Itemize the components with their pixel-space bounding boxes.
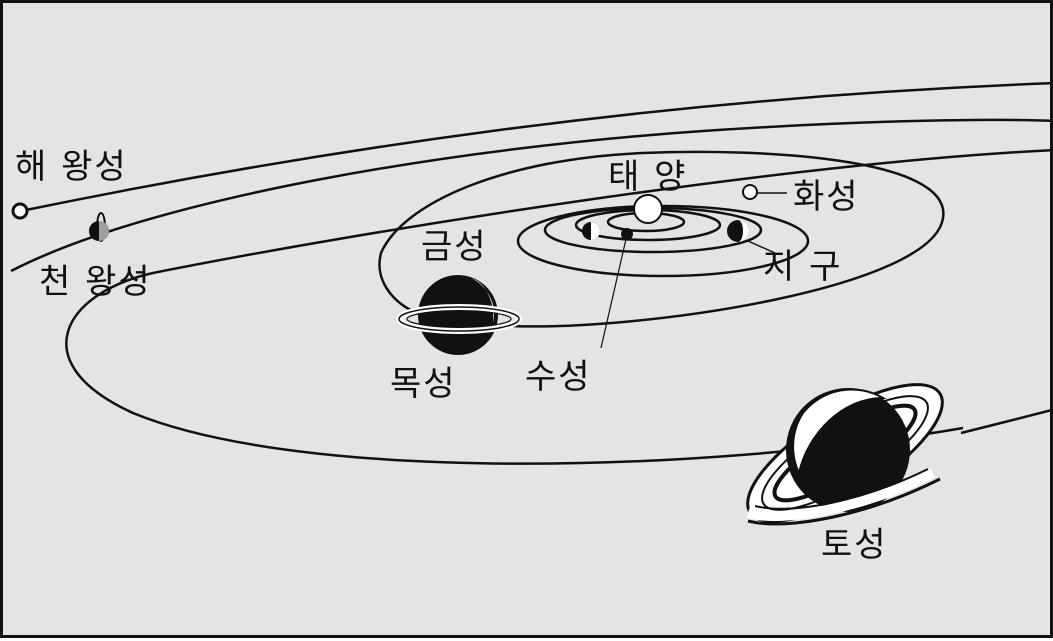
uranus-label: 천 왕성 <box>39 262 152 302</box>
mercury-label: 수성 <box>525 357 592 397</box>
uranus-orbit <box>11 120 1053 271</box>
mercury-pointer <box>601 239 626 348</box>
neptune-label: 해 왕성 <box>15 147 128 187</box>
jupiter-label: 목성 <box>390 364 457 404</box>
sun-label: 태 양 <box>608 157 687 197</box>
mars-label: 화성 <box>793 177 860 217</box>
earth-label: 지 구 <box>763 247 842 287</box>
jupiter <box>399 273 519 355</box>
venus-label: 금성 <box>421 227 488 267</box>
neptune <box>13 204 27 218</box>
saturn-orbit-tail <box>961 409 1053 433</box>
uranus <box>89 213 109 241</box>
mercury <box>621 228 633 240</box>
sun <box>634 195 662 223</box>
saturn-label: 토성 <box>821 525 888 565</box>
venus-highlight <box>591 222 600 240</box>
mars <box>743 185 757 199</box>
solar-system-illustration: 해 왕성 천 왕성 금성 태 양 화성 지 구 목성 수성 토성 <box>3 3 1053 641</box>
